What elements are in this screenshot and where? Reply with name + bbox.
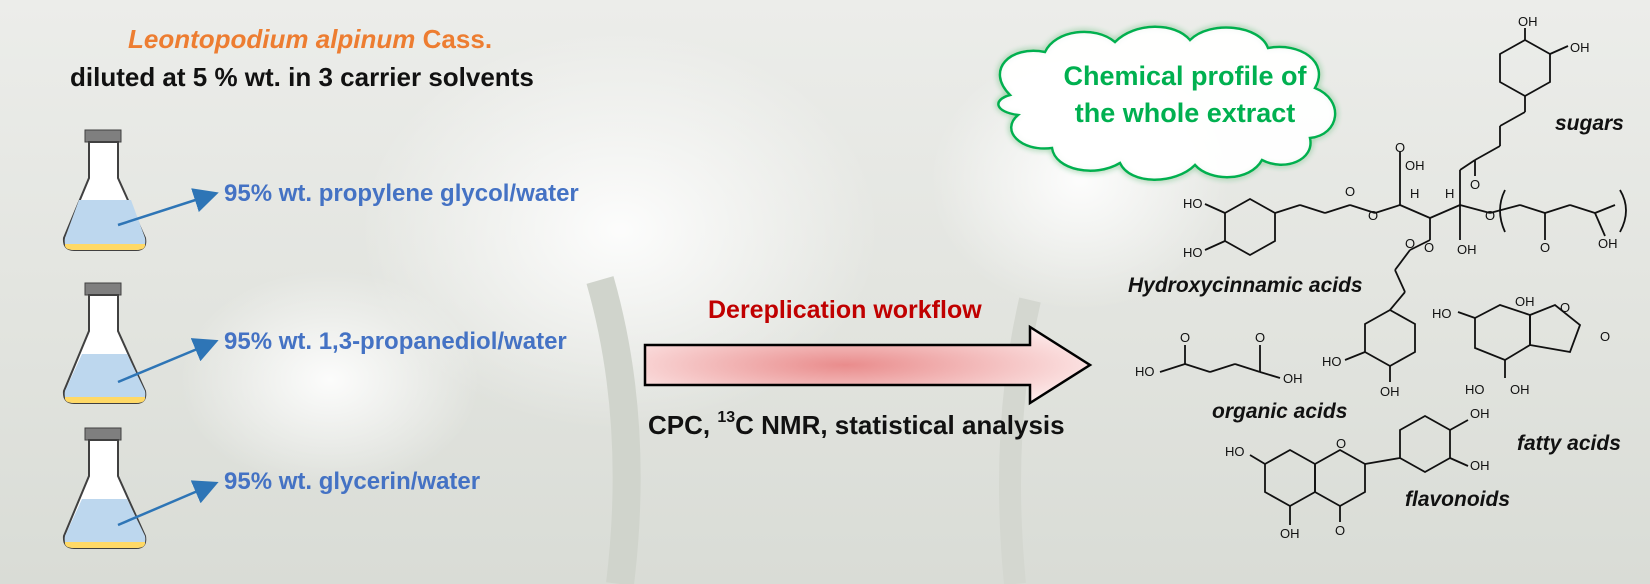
atom-label: O: [1560, 300, 1570, 315]
class-label-hydroxycinnamic: Hydroxycinnamic acids: [1128, 274, 1363, 297]
atom-label: HO: [1432, 306, 1452, 321]
atom-label: HO: [1225, 444, 1245, 459]
top-caffeoyl-ring: [1499, 38, 1551, 98]
atom-label: O: [1345, 184, 1355, 199]
atom-label: OH: [1518, 14, 1538, 29]
atom-label: H: [1445, 186, 1454, 201]
left-caffeoyl-ring: [1224, 197, 1276, 257]
atom-label: OH: [1598, 236, 1618, 251]
atom-label: H: [1410, 186, 1419, 201]
cloud-text: Chemical profile of the whole extract: [1000, 58, 1370, 132]
atom-label: O: [1368, 208, 1378, 223]
workflow-title: Dereplication workflow: [708, 296, 982, 324]
atom-label: O: [1335, 523, 1345, 538]
flavone-ring-b: [1399, 414, 1451, 474]
atom-label: O: [1336, 436, 1346, 451]
class-label-flavonoids: flavonoids: [1405, 488, 1511, 511]
species-author: Cass.: [422, 24, 493, 54]
atom-label: OH: [1515, 294, 1535, 309]
atom-label: OH: [1280, 526, 1300, 541]
methods-suffix: C NMR, statistical analysis: [735, 410, 1065, 440]
class-label-fatty: fatty acids: [1517, 432, 1621, 455]
flask-2: [62, 282, 147, 404]
species-title: Leontopodium alpinum Cass.: [128, 24, 492, 55]
atom-label: HO: [1322, 354, 1342, 369]
atom-label: OH: [1570, 40, 1590, 55]
atom-label: OH: [1470, 458, 1490, 473]
methods-isotope: 13: [717, 409, 736, 427]
atom-label: O: [1485, 208, 1495, 223]
workflow-methods: CPC, 13C NMR, statistical analysis: [648, 409, 1065, 441]
cloud-line-1: Chemical profile of: [1063, 61, 1307, 91]
methods-prefix: CPC,: [648, 410, 718, 440]
arrow-flask-3: [117, 480, 219, 527]
atom-label: O: [1540, 240, 1550, 255]
atom-label: HO: [1135, 364, 1155, 379]
flavone-ring-c: [1314, 448, 1366, 508]
atom-label: O: [1180, 330, 1190, 345]
atom-label: O: [1255, 330, 1265, 345]
solvent-label-2: 95% wt. 1,3-propanediol/water: [224, 328, 567, 355]
flavone-ring-a: [1264, 448, 1316, 508]
atom-label: HO: [1465, 382, 1485, 397]
atom-label: OH: [1510, 382, 1530, 397]
atom-label: OH: [1283, 371, 1303, 386]
atom-label: O: [1395, 140, 1405, 155]
arrow-flask-2: [117, 338, 219, 384]
dilution-description: diluted at 5 % wt. in 3 carrier solvents: [70, 62, 534, 92]
lactone-ring: [1474, 304, 1531, 362]
class-label-organic: organic acids: [1212, 400, 1348, 423]
solvent-label-3: 95% wt. glycerin/water: [224, 468, 481, 495]
atom-label: OH: [1380, 384, 1400, 399]
atom-label: O: [1470, 177, 1480, 192]
atom-label: O: [1424, 240, 1434, 255]
solvent-label-1: 95% wt. propylene glycol/water: [224, 180, 579, 207]
arrow-flask-1: [117, 188, 219, 227]
atom-label: OH: [1457, 242, 1477, 257]
atom-label: O: [1600, 329, 1610, 344]
atom-label: O: [1405, 236, 1415, 251]
atom-label: HO: [1183, 196, 1203, 211]
atom-label: OH: [1405, 158, 1425, 173]
class-label-sugars: sugars: [1555, 112, 1624, 135]
bottom-caffeoyl-ring: [1364, 308, 1416, 368]
species-name: Leontopodium alpinum: [128, 24, 416, 54]
cloud-line-2: the whole extract: [1074, 98, 1296, 128]
atom-label: OH: [1470, 406, 1490, 421]
atom-label: HO: [1183, 245, 1203, 260]
